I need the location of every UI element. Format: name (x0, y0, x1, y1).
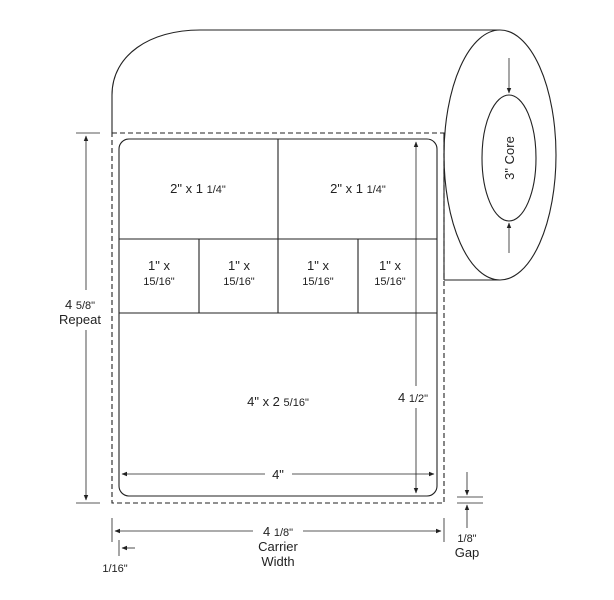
svg-text:4 1/8": 4 1/8" (263, 524, 293, 539)
core-text: 3" Core (502, 136, 517, 180)
core-dimension: 3" Core (502, 58, 517, 253)
carrier-width-dimension: 4 1/8" Carrier Width (111, 518, 445, 569)
small-label-4: 1" x 15/16" (374, 258, 406, 288)
bottom-label: 4" x 2 5/16" (247, 394, 309, 409)
svg-text:4 1/2": 4 1/2" (398, 390, 428, 405)
svg-text:Gap: Gap (455, 545, 480, 560)
svg-text:15/16": 15/16" (143, 276, 175, 288)
gap-dimension: 1/8" Gap (455, 472, 483, 560)
label-height-dimension: 4 1/2" (398, 141, 428, 494)
label-divisions (119, 139, 437, 314)
roll-core (481, 94, 537, 222)
large-label-2: 2" x 1 1/4" (330, 181, 386, 196)
small-label-3: 1" x 15/16" (302, 258, 334, 288)
carrier-outline (111, 132, 445, 504)
svg-text:Repeat: Repeat (59, 312, 101, 327)
svg-text:Carrier: Carrier (258, 539, 298, 554)
svg-text:4 5/8": 4 5/8" (65, 297, 95, 312)
large-label-1: 2" x 1 1/4" (170, 181, 226, 196)
edge-dimension: 1/16" (102, 540, 135, 575)
roll-end (443, 29, 557, 281)
svg-text:1/16": 1/16" (102, 563, 127, 575)
svg-text:15/16": 15/16" (302, 276, 334, 288)
small-label-1: 1" x 15/16" (143, 258, 175, 288)
svg-text:1" x: 1" x (307, 258, 329, 273)
svg-text:1/8": 1/8" (457, 533, 476, 545)
svg-text:4": 4" (272, 467, 284, 482)
label-width-dimension: 4" (121, 467, 435, 482)
svg-text:1" x: 1" x (379, 258, 401, 273)
small-label-2: 1" x 15/16" (223, 258, 255, 288)
svg-text:15/16": 15/16" (374, 276, 406, 288)
svg-text:1" x: 1" x (228, 258, 250, 273)
svg-text:Width: Width (261, 554, 294, 569)
svg-text:15/16": 15/16" (223, 276, 255, 288)
svg-text:1" x: 1" x (148, 258, 170, 273)
repeat-dimension: 4 5/8" Repeat (59, 132, 101, 504)
roll-body (111, 29, 557, 281)
